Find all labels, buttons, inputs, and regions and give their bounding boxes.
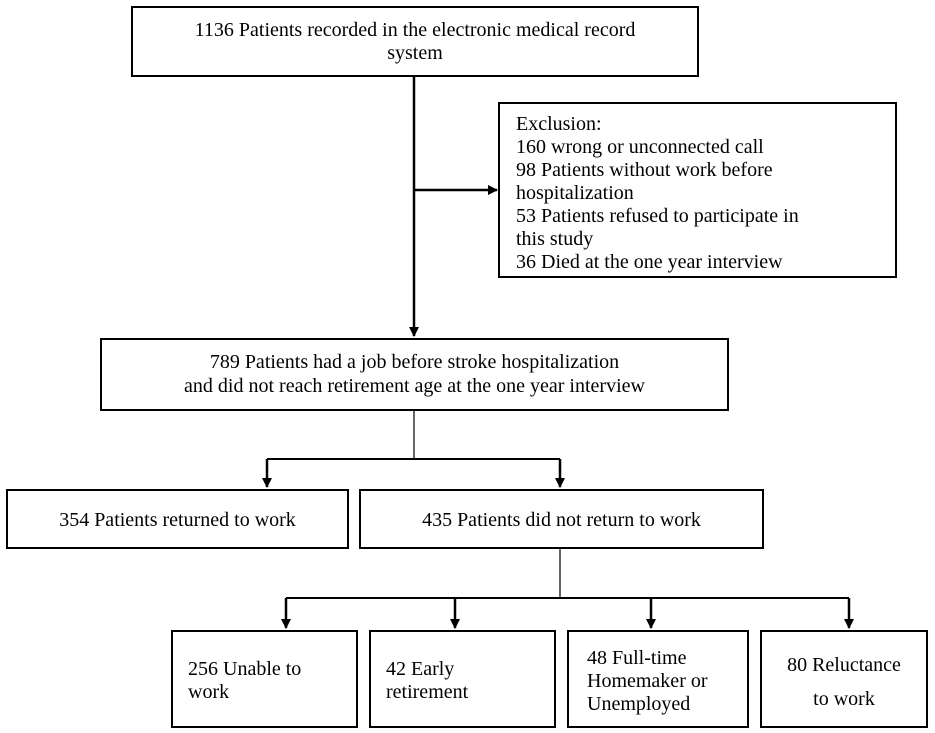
reason-unable-line1: 256 Unable to xyxy=(188,658,302,680)
exclusion-item-no-work-cont: hospitalization xyxy=(516,182,634,204)
source-label-line1: 1136 Patients recorded in the electronic… xyxy=(194,19,636,41)
exclusion-item-wrong-call: 160 wrong or unconnected call xyxy=(516,136,764,158)
returned-label: 354 Patients returned to work xyxy=(59,509,296,531)
source-label-line2: system xyxy=(387,42,443,64)
exclusion-item-no-work: 98 Patients without work before xyxy=(516,159,773,181)
reason-early-line1: 42 Early xyxy=(386,658,455,680)
reason-reluctance-box: 80 Reluctance to work xyxy=(760,630,928,728)
returned-box: 354 Patients returned to work xyxy=(6,489,349,549)
exclusion-heading: Exclusion: xyxy=(516,113,602,135)
exclusion-box: Exclusion: 160 wrong or unconnected call… xyxy=(498,102,897,278)
eligible-box: 789 Patients had a job before stroke hos… xyxy=(100,338,729,411)
eligible-label-line2: and did not reach retirement age at the … xyxy=(184,375,645,397)
reason-early-line2: retirement xyxy=(386,681,469,703)
reason-homemaker-line1: 48 Full-time xyxy=(587,647,687,669)
eligible-label-line1: 789 Patients had a job before stroke hos… xyxy=(209,351,620,373)
reason-early-box: 42 Early retirement xyxy=(369,630,556,728)
reason-unable-line2: work xyxy=(188,681,230,703)
reason-reluctance-line1: 80 Reluctance xyxy=(787,654,901,676)
not-returned-label: 435 Patients did not return to work xyxy=(422,509,701,531)
reason-homemaker-line2: Homemaker or xyxy=(587,670,708,692)
reason-homemaker-box: 48 Full-time Homemaker or Unemployed xyxy=(567,630,749,728)
reason-unable-box: 256 Unable to work xyxy=(171,630,358,728)
exclusion-item-refused: 53 Patients refused to participate in xyxy=(516,205,799,227)
exclusion-item-died: 36 Died at the one year interview xyxy=(516,251,783,273)
not-returned-box: 435 Patients did not return to work xyxy=(359,489,764,549)
exclusion-text: Exclusion: 160 wrong or unconnected call… xyxy=(516,113,799,274)
reason-homemaker-line3: Unemployed xyxy=(587,693,691,715)
reason-reluctance-line2: to work xyxy=(813,688,875,710)
exclusion-item-refused-cont: this study xyxy=(516,228,594,250)
source-box: 1136 Patients recorded in the electronic… xyxy=(131,6,699,77)
